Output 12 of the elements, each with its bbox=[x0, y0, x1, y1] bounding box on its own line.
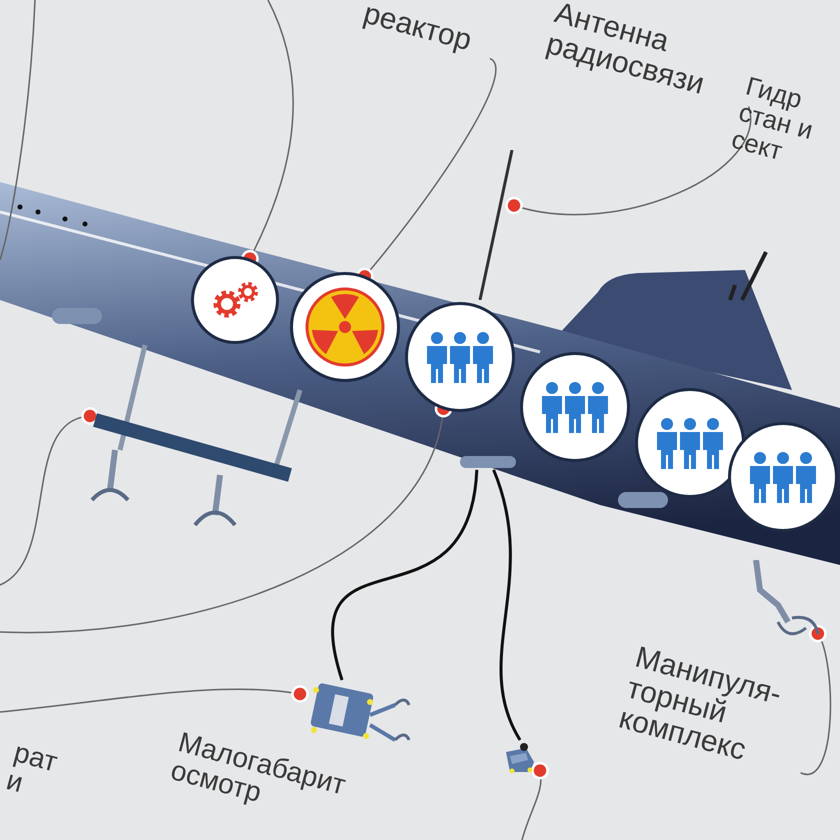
leader-line bbox=[800, 624, 832, 775]
antenna-mast bbox=[478, 150, 514, 300]
hull-fairing bbox=[460, 456, 516, 468]
leader-line bbox=[0, 407, 99, 586]
leader-line bbox=[0, 685, 309, 713]
callout-text: Гидр стан и сект bbox=[728, 72, 818, 168]
callout-text: рат и bbox=[3, 737, 62, 801]
leader-line bbox=[505, 106, 752, 216]
callout-text: реактор bbox=[360, 0, 494, 62]
leader-line bbox=[521, 762, 549, 840]
tether-cable bbox=[492, 469, 522, 741]
tether-cable bbox=[332, 470, 478, 680]
